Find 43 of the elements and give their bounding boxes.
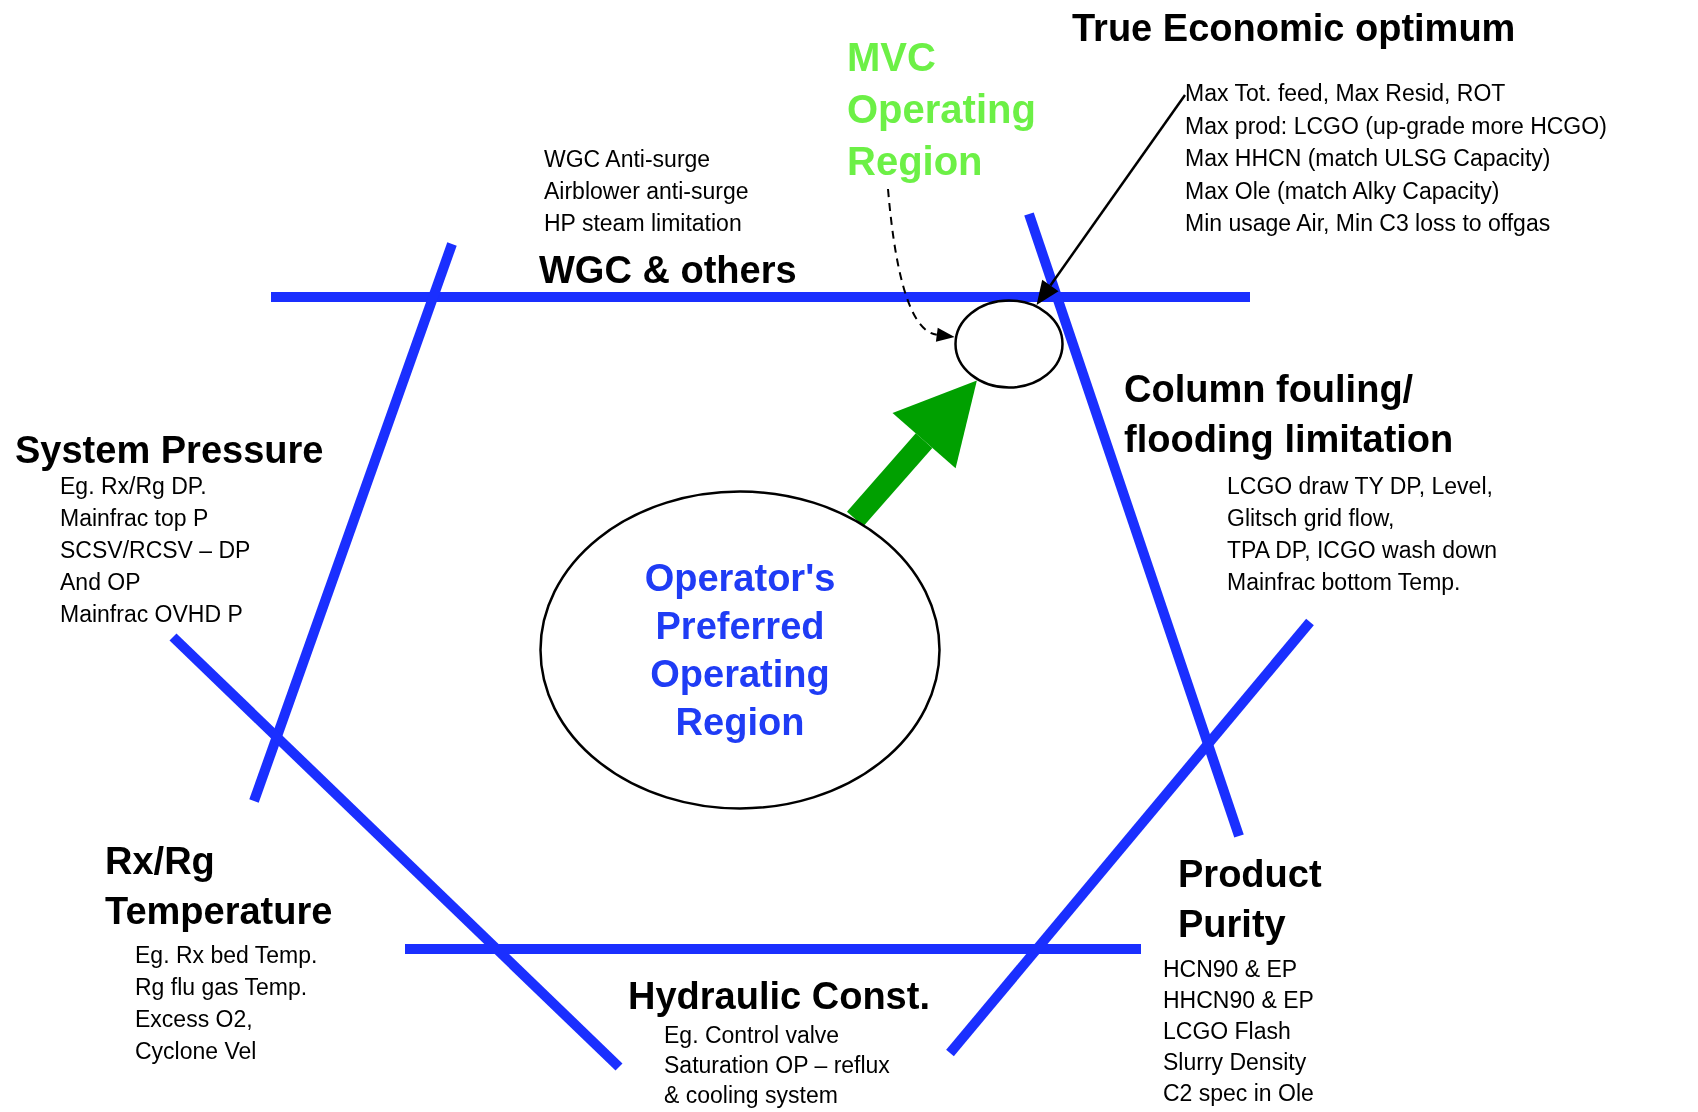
list-item: Glitsch grid flow, [1227, 504, 1395, 533]
list-item: Eg. Rx bed Temp. [135, 941, 318, 970]
region-ellipse [954, 299, 1064, 389]
constraint-heading: WGC & others [539, 248, 798, 293]
list-item: And OP [60, 568, 141, 597]
list-item: HP steam limitation [544, 209, 742, 238]
constraint-heading: True Economic optimum [1072, 6, 1517, 51]
list-item: HCN90 & EP [1163, 955, 1298, 984]
arrow [846, 380, 977, 527]
list-item: TPA DP, ICGO wash down [1227, 536, 1498, 565]
callout-text: MVC Operating Region [847, 31, 1062, 189]
region-label: Operator's Preferred Operating Region [643, 556, 837, 745]
list-item: LCGO draw TY DP, Level, [1227, 472, 1493, 501]
list-item: Rg flu gas Temp. [135, 973, 308, 1002]
list-item: Excess O2, [135, 1005, 253, 1034]
list-item: Min usage Air, Min C3 loss to offgas [1185, 209, 1552, 238]
list-item: HHCN90 & EP [1163, 986, 1314, 1015]
list-item: Cyclone Vel [135, 1037, 257, 1066]
constraint-heading: Product Purity [1178, 852, 1323, 947]
list-item: C2 spec in Ole [1163, 1079, 1314, 1108]
list-item: Max prod: LCGO (up-grade more HCGO) [1185, 111, 1608, 141]
arrow [887, 188, 955, 342]
list-item: Eg. Control valve [664, 1021, 840, 1050]
constraint-heading: Hydraulic Const. [628, 974, 931, 1019]
list-item: Mainfrac bottom Temp. [1227, 568, 1461, 597]
list-item: WGC Anti-surge [544, 145, 711, 174]
constraint-heading: Rx/Rg Temperature [105, 839, 334, 934]
list-item: Slurry Density [1163, 1048, 1307, 1077]
list-item: LCGO Flash [1163, 1017, 1291, 1046]
list-item: Eg. Rx/Rg DP. [60, 472, 207, 501]
list-item: Mainfrac OVHD P [60, 600, 243, 629]
list-item: Max HHCN (match ULSG Capacity) [1185, 144, 1552, 173]
list-item: Mainfrac top P [60, 504, 209, 533]
constraint-heading: Column fouling/ flooding limitation [1124, 367, 1455, 462]
constraint-heading: System Pressure [15, 428, 325, 473]
list-item: SCSV/RCSV – DP [60, 536, 251, 565]
list-item: Max Tot. feed, Max Resid, ROT [1185, 79, 1507, 108]
list-item: Airblower anti-surge [544, 177, 749, 206]
list-item: Saturation OP – reflux [664, 1051, 890, 1080]
region-ellipse [539, 490, 941, 810]
list-item: & cooling system [664, 1081, 838, 1110]
list-item: Max Ole (match Alky Capacity) [1185, 176, 1501, 206]
arrow [1036, 94, 1186, 306]
